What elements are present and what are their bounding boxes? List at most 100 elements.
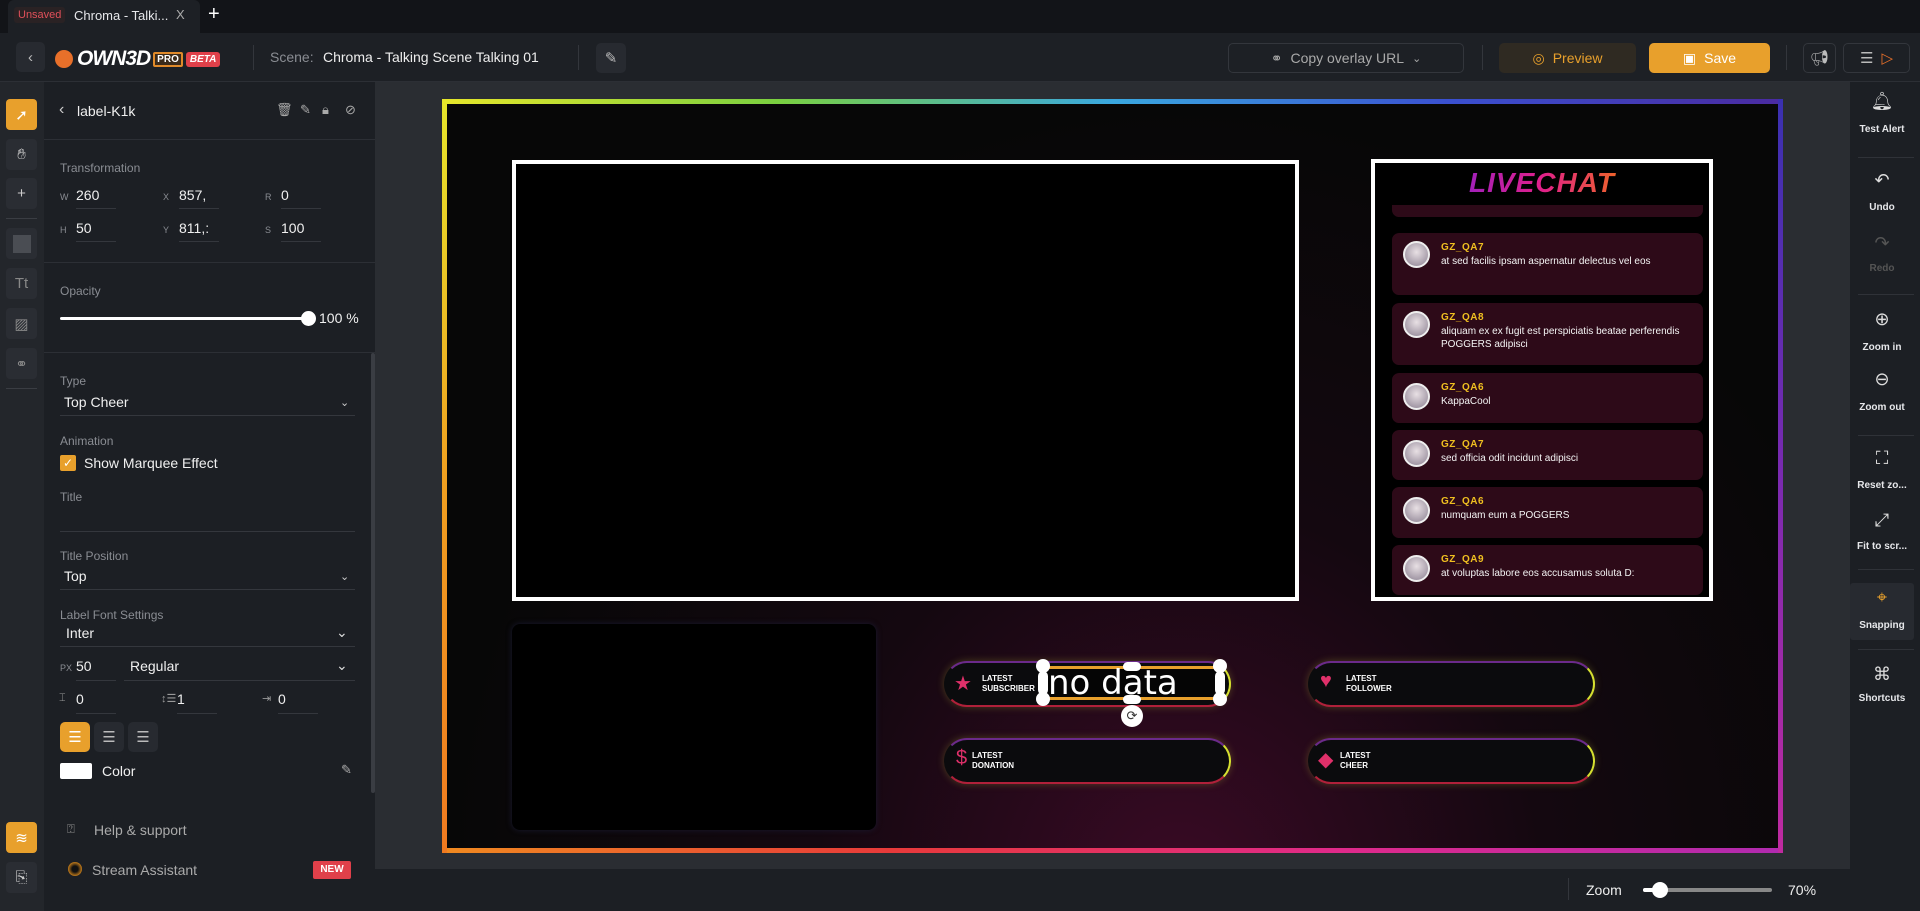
chevron-down-icon[interactable]: ⌄ — [340, 397, 350, 409]
resize-handle[interactable] — [1123, 695, 1141, 704]
zoom-bar — [375, 869, 1850, 911]
width-input[interactable]: 260 — [76, 187, 100, 203]
opacity-slider-handle[interactable] — [301, 311, 316, 326]
font-weight-select[interactable]: Regular — [130, 658, 180, 674]
chat-text: at sed facilis ipsam aspernatur delectus… — [1441, 256, 1651, 267]
zoom-slider[interactable] — [1643, 888, 1772, 892]
height-input[interactable]: 50 — [76, 220, 92, 236]
indent-input[interactable]: 0 — [278, 691, 286, 707]
toolbar-undo[interactable]: ↶ Undo — [1850, 170, 1914, 218]
toolbar-snapping[interactable]: ⌖ Snapping — [1850, 587, 1914, 636]
align-left-button[interactable]: ☰ — [60, 722, 90, 752]
color-swatch[interactable] — [60, 763, 92, 779]
text-tool[interactable]: Tt — [6, 268, 37, 299]
line-height-input[interactable]: 1 — [177, 691, 185, 707]
title-label: Title — [60, 490, 83, 504]
divider — [76, 241, 116, 242]
font-size-input[interactable]: 50 — [76, 658, 92, 674]
hand-icon: ✋︎ — [17, 146, 26, 163]
align-right-button[interactable]: ☰ — [128, 722, 158, 752]
resize-handle[interactable] — [1213, 659, 1227, 673]
shape-tool[interactable] — [6, 228, 37, 259]
resize-handle[interactable] — [1213, 692, 1227, 706]
preview-button[interactable]: ◎Preview — [1499, 43, 1636, 73]
back-button[interactable]: ‹ — [16, 42, 45, 72]
divider — [578, 45, 579, 70]
image-tool[interactable]: ▨ — [6, 308, 37, 339]
pan-tool[interactable]: ✋︎ — [6, 139, 37, 170]
reset-zoom-icon: ⛶ — [1875, 448, 1889, 468]
chevron-down-icon[interactable]: ⌄ — [336, 624, 348, 640]
toolbar-shortcuts[interactable]: ⌘ Shortcuts — [1850, 664, 1914, 709]
rotate-handle-icon[interactable]: ⟳ — [1121, 705, 1143, 727]
stream-assistant-link[interactable]: Stream Assistant — [92, 862, 198, 878]
announcements-button[interactable]: 📢︎ — [1803, 43, 1836, 73]
divider — [278, 713, 318, 714]
save-button[interactable]: ▣Save — [1649, 43, 1770, 73]
link-tool[interactable]: ⚭ — [6, 348, 37, 379]
tab-scene[interactable]: Unsaved Chroma - Talki... X — [8, 0, 200, 33]
back-icon[interactable]: ‹ — [59, 101, 65, 118]
avatar — [1403, 311, 1430, 338]
overlay-canvas[interactable]: LIVECHAT GZ_QA7 at sed facilis ipsam asp… — [442, 99, 1783, 853]
chevron-down-icon[interactable]: ⌄ — [340, 571, 350, 583]
pencil-icon[interactable]: ✎ — [341, 762, 352, 777]
pencil-icon[interactable]: ✎ — [300, 102, 311, 117]
rename-scene-button[interactable]: ✎ — [596, 43, 626, 73]
help-support-link[interactable]: Help & support — [94, 822, 187, 838]
marquee-checkbox[interactable]: ✓ — [60, 455, 76, 471]
lock-icon[interactable]: 🔒︎ — [322, 102, 329, 117]
rotation-input[interactable]: 0 — [281, 187, 289, 203]
y-input[interactable]: 811,: — [179, 220, 210, 236]
toolbar-redo[interactable]: ↷ Redo — [1850, 233, 1914, 279]
toolbar-test-alert[interactable]: 🔔︎ Test Alert — [1850, 91, 1914, 140]
latest-follower-widget[interactable]: ♥ LATEST FOLLOWER — [1308, 661, 1595, 707]
resize-handle[interactable] — [1123, 662, 1141, 671]
layers-button[interactable]: ≋ — [6, 822, 37, 853]
type-select[interactable]: Top Cheer — [64, 394, 129, 410]
opacity-slider[interactable] — [60, 317, 308, 320]
scene-label: Scene: — [270, 49, 314, 65]
toolbar-zoom-out[interactable]: ⊖ Zoom out — [1850, 369, 1914, 418]
main-menu-button[interactable]: ☰▷ — [1843, 43, 1910, 73]
chat-message: GZ_QA6 numquam eum a POGGERS — [1392, 487, 1703, 538]
eye-off-icon[interactable]: ⊘ — [345, 102, 356, 117]
scrollbar[interactable] — [371, 353, 375, 793]
chat-message: GZ_QA6 KappaCool — [1392, 373, 1703, 423]
copy-overlay-url-button[interactable]: ⚭Copy overlay URL⌄ — [1228, 43, 1464, 73]
new-tab-button[interactable]: + — [208, 3, 220, 25]
trash-icon[interactable]: 🗑︎ — [276, 102, 293, 117]
toolbar-fit-to-scr[interactable]: ⤢ Fit to scr... — [1850, 510, 1914, 557]
letter-spacing-input[interactable]: 0 — [76, 691, 84, 707]
close-tab-icon[interactable]: X — [176, 7, 185, 22]
resize-handle[interactable] — [1036, 692, 1050, 706]
resize-handle[interactable] — [1038, 671, 1048, 695]
resize-handle[interactable] — [1036, 659, 1050, 673]
avatar — [1403, 440, 1430, 467]
resize-handle[interactable] — [1215, 671, 1225, 695]
webcam-frame-small[interactable] — [512, 624, 876, 830]
opacity-value[interactable]: 100 % — [319, 310, 359, 326]
latest-cheer-widget[interactable]: ◆ LATEST CHEER — [1308, 738, 1595, 784]
x-input[interactable]: 857, — [179, 187, 207, 203]
livechat-widget[interactable]: LIVECHAT GZ_QA7 at sed facilis ipsam asp… — [1371, 159, 1713, 601]
toolbar-zoom-in[interactable]: ⊕ Zoom in — [1850, 309, 1914, 358]
w-label: W — [60, 192, 69, 202]
divider — [6, 218, 37, 219]
zoom-slider-handle[interactable] — [1652, 882, 1669, 898]
chevron-down-icon[interactable]: ⌄ — [336, 657, 348, 673]
webcam-frame-main[interactable] — [512, 160, 1299, 601]
divider — [44, 262, 375, 263]
font-family-select[interactable]: Inter — [66, 625, 95, 641]
align-center-button[interactable]: ☰ — [94, 722, 124, 752]
toolbar-reset-zo[interactable]: ⛶ Reset zo... — [1850, 448, 1914, 496]
divider — [60, 531, 355, 532]
title-position-select[interactable]: Top — [64, 568, 87, 584]
select-tool[interactable]: ➚ — [6, 99, 37, 130]
selected-label-element[interactable]: no data — [1042, 663, 1221, 703]
library-button[interactable]: ⎘ — [6, 862, 37, 893]
latest-donation-widget[interactable]: $ LATEST DONATION — [944, 738, 1231, 784]
scale-input[interactable]: 100 — [281, 220, 305, 236]
add-tool[interactable]: + — [6, 178, 37, 209]
marquee-label[interactable]: Show Marquee Effect — [84, 455, 218, 471]
